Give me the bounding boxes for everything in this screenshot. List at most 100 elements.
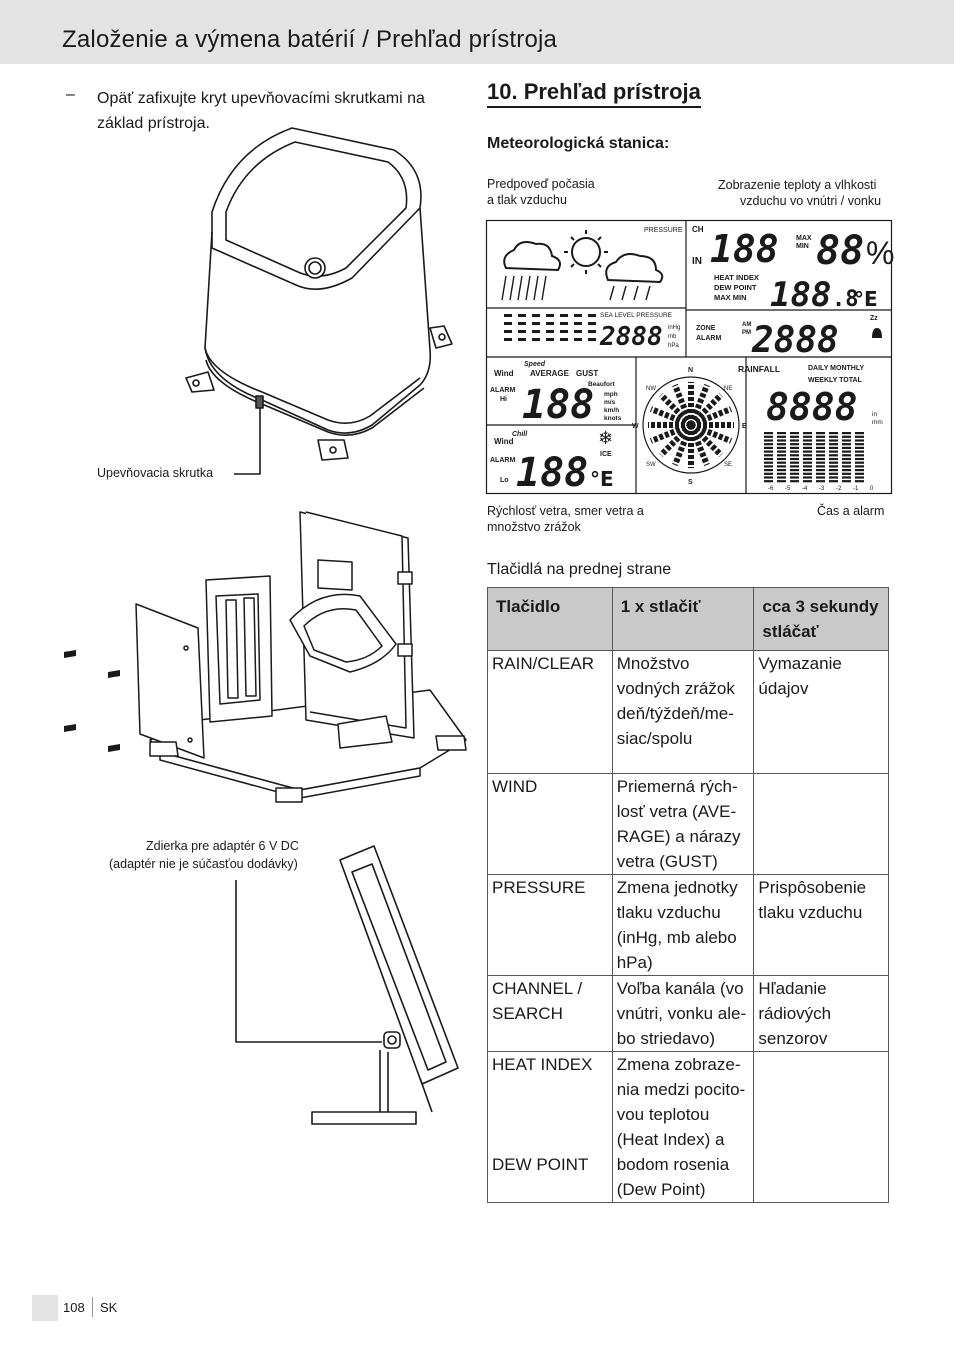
lcd-seg-time: 2888 [751,320,839,361]
rain-bar-segment [790,432,799,435]
lcd-alarm-2: ALARM [490,457,515,464]
rain-bar-segment [803,480,812,483]
table-header-press: 1 x stlačiť [611,587,755,651]
rain-bar-segment [764,439,773,442]
table-cell-line [492,1127,608,1152]
table-cell-line: (inHg, mb alebo [616,928,737,947]
lcd-dew-point: DEW POINT [714,283,757,292]
table-cell-line: PRESSURE [492,878,586,897]
table-cell-line: DEW POINT [492,1155,589,1174]
table-cell-line: bo striedavo) [616,1029,715,1048]
rain-bar-segment [777,480,786,483]
lcd-mph: mph [604,391,618,398]
rain-bar-segment [764,480,773,483]
rain-bar-segment [803,472,812,475]
rain-axis-label: -1 [853,486,859,492]
page-title: Založenie a výmena batérií / Prehľad prí… [62,26,558,53]
rain-bar-segment [855,454,864,457]
lcd-zone: ZONE [696,325,716,332]
table-cell-button: WIND [487,773,613,875]
lcd-daily-monthly: DAILY MONTHLY [808,365,864,372]
lcd-seg-humidity: 88 [816,228,864,274]
table-cell-button: RAIN/CLEAR [487,650,613,774]
adapter-label-1: Zdierka pre adaptér 6 V DC [146,839,299,853]
step-text: Opäť zafixujte kryt upevňovacími skrutka… [97,90,425,132]
rain-bar-segment [803,432,812,435]
lcd-in: IN [692,256,702,267]
lcd-hpa: hPa [668,343,679,349]
lcd-deg-e-2: °E [590,467,614,491]
lcd-seg-heat: 188 [770,275,831,315]
rain-bar-segment [842,446,851,449]
lcd-zz: Zz [870,315,878,322]
rain-bar-segment [829,432,838,435]
rain-bar-segment [816,454,825,457]
rain-bar-segment [842,439,851,442]
rain-bar-segment [790,446,799,449]
rain-bar-segment [816,472,825,475]
rain-bar-segment [790,465,799,468]
rain-bar-segment [855,446,864,449]
rain-bar-segment [829,450,838,453]
compass-n: N [688,367,693,374]
table-cell-line: bodom rosenia [616,1155,730,1174]
rain-bar-segment [803,439,812,442]
rain-bar-segment [816,450,825,453]
compass-se: SE [724,462,732,468]
compass-nw: NW [646,386,656,392]
rain-bar-segment [777,439,786,442]
table-cell-line: Priemerná rých- [616,777,738,796]
rain-bar-segment [842,432,851,435]
lcd-seg-heat-dec: .8 [832,287,859,312]
rain-bar-segment [777,457,786,461]
lcd-hi: Hi [500,396,507,403]
table-cell-line: RAGE) a nárazy [616,827,741,846]
rain-bar-segment [855,450,864,453]
rain-bar-segment [803,446,812,449]
rain-bar-segment [855,465,864,468]
rain-bar-segment [764,454,773,457]
rain-bar-segment [777,454,786,457]
rain-bar-segment [855,476,864,479]
table-cell-line [492,1077,608,1102]
table-cell-line: tlaku vzduchu [758,903,863,922]
lcd-seg-chill: 188 [516,450,588,496]
rain-bar-segment [816,457,825,461]
lcd-pm: PM [742,330,751,336]
table-cell-line: vodných zrážok [616,679,735,698]
rain-histogram [764,432,864,483]
rain-bar-segment [790,457,799,461]
lcd-sea-level: SEA LEVEL PRESSURE [600,312,673,319]
lcd-wind: Wind [494,369,514,378]
table-cell-line: HEAT INDEX [492,1055,593,1074]
lcd-deg-e: °E [854,287,878,311]
label-time: Čas a alarm [817,504,885,518]
table-cell-line: nia medzi pocito- [616,1080,746,1099]
forecast-icons [501,230,664,301]
lcd-in-unit: in [872,411,877,418]
table-cell-line [492,1102,608,1127]
rain-bar-segment [816,432,825,435]
rain-bar-segment [829,457,838,461]
rain-bar-segment [842,450,851,453]
compass-ne: NE [724,386,732,392]
table-cell-line: (Dew Point) [616,1180,706,1199]
rain-bar-segment [777,450,786,453]
rain-bar-segment [816,446,825,449]
lcd-min: MIN [796,243,809,250]
table-cell-button: PRESSURE [487,874,613,976]
rain-bar-segment [855,461,864,464]
rain-bar-segment [764,435,773,438]
table-cell-press: Priemerná rých-losť vetra (AVE-RAGE) a n… [611,773,755,875]
rain-bar-segment [855,472,864,475]
lcd-seg-wind: 188 [522,382,594,428]
table-cell-line: CHANNEL / [492,979,583,998]
lcd-knots: knots [604,415,622,422]
language-code: SK [100,1300,118,1315]
